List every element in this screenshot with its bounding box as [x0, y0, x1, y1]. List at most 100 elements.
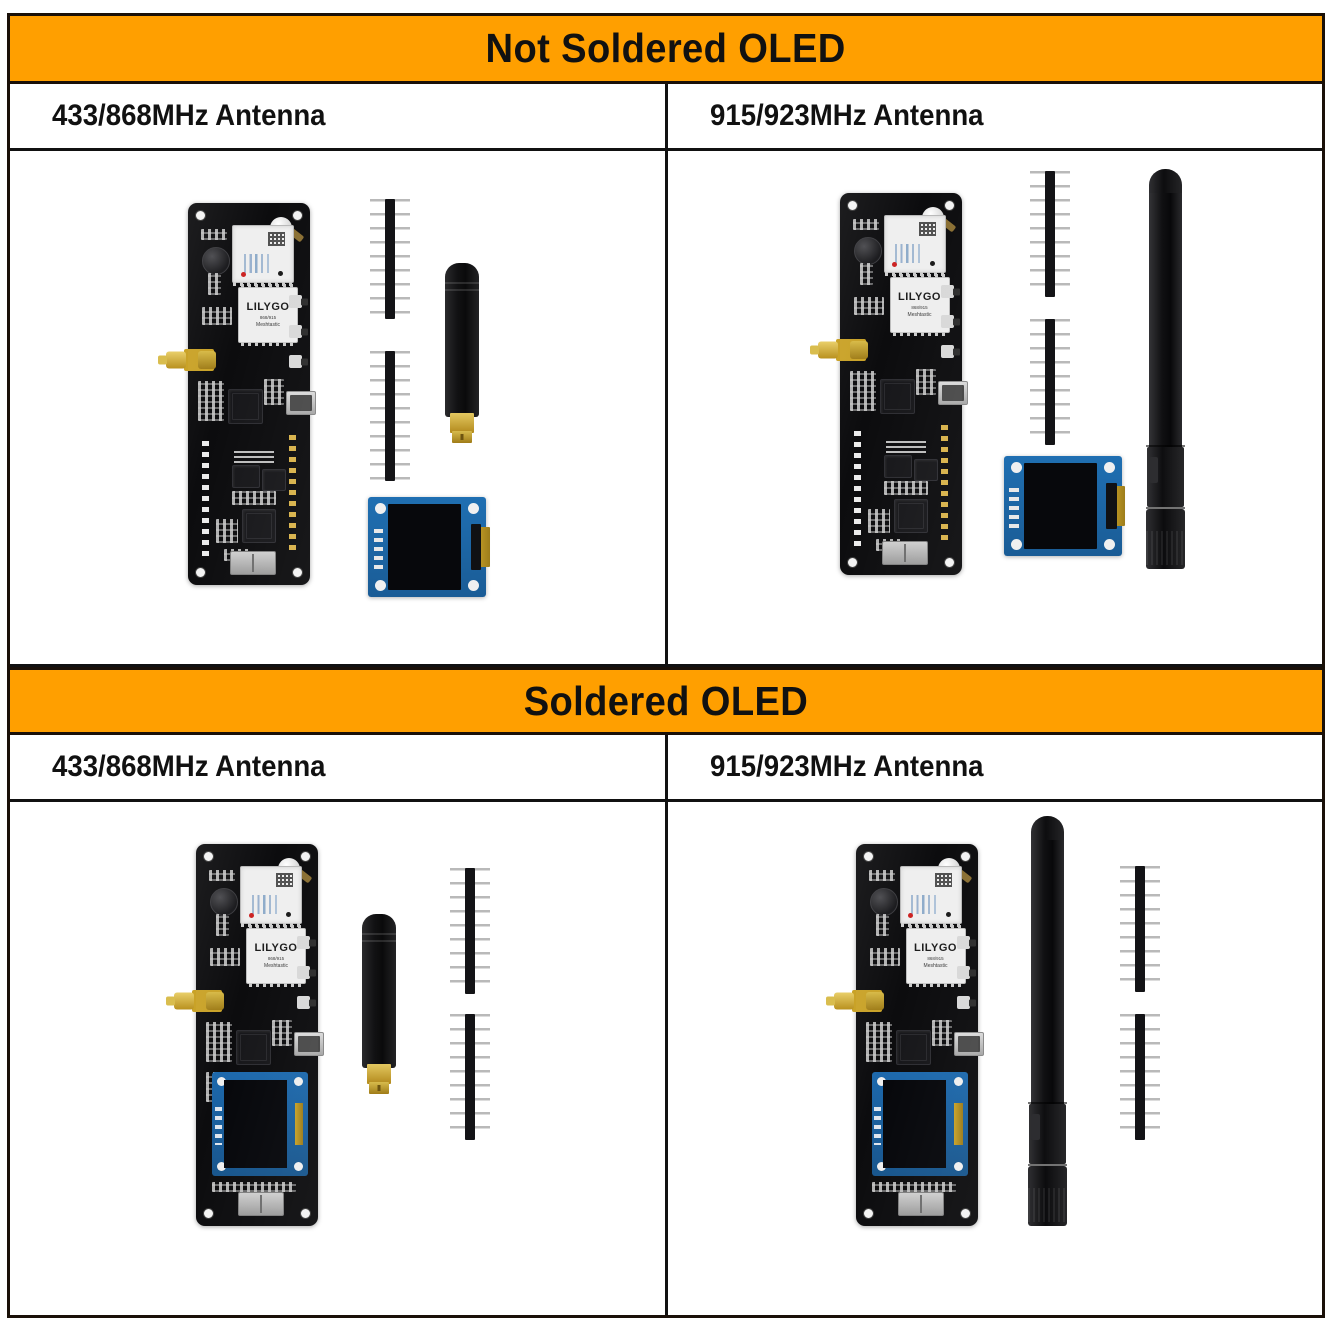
battery-connector [897, 1192, 944, 1216]
silkscreen-cluster [272, 1020, 292, 1046]
product-image-row-1: LILYGO 868/915 Meshtastic [10, 151, 1322, 667]
sma-barrel [166, 351, 186, 369]
silkscreen-cluster [871, 1182, 956, 1192]
section-title: Not Soldered OLED [485, 25, 847, 71]
antenna-label-row-2: 433/868MHz Antenna 915/923MHz Antenna [10, 735, 1322, 802]
antenna-label-row-1: 433/868MHz Antenna 915/923MHz Antenna [10, 84, 1322, 151]
product-cell-not-soldered-915-923: LILYGO 868/915 Meshtastic [664, 151, 1322, 664]
side-button [297, 996, 310, 1009]
product-cell-soldered-915-923: LILYGO 868/915 Meshtastic [664, 802, 1322, 1315]
pin-header-strip [1119, 1014, 1160, 1140]
mounting-hole [876, 1162, 886, 1171]
comparison-table: Not Soldered OLED 433/868MHz Antenna 915… [7, 13, 1325, 1318]
oled-display-module [368, 497, 490, 597]
oled-flex-cable [954, 1103, 963, 1145]
silkscreen-cluster [852, 219, 879, 230]
pin-header-strip [370, 199, 410, 319]
gps-module [883, 215, 946, 276]
mounting-hole [953, 1162, 963, 1171]
module-markings [243, 254, 275, 274]
silkscreen-cluster [883, 481, 928, 495]
red-indicator-dot [240, 271, 246, 277]
soldered-oled-display [212, 1072, 308, 1176]
main-mcu [242, 509, 276, 543]
antenna-seam [1146, 445, 1185, 447]
antenna-tip [1030, 816, 1065, 842]
oled-flex-cable [294, 1103, 304, 1145]
gps-module [232, 225, 294, 286]
mounting-hole [294, 1162, 303, 1171]
red-indicator-dot [908, 912, 914, 918]
stubby-antenna-433-868 [445, 263, 479, 443]
oled-screen [223, 1080, 287, 1168]
red-indicator-dot [248, 912, 254, 918]
section-header-soldered: Soldered OLED [10, 667, 1322, 735]
side-button [956, 966, 970, 979]
sma-connector [158, 349, 216, 371]
lora-gps-board: LILYGO 868/915 Meshtastic [158, 203, 316, 585]
module-pads-bottom [892, 332, 947, 336]
soldered-oled-display [871, 1072, 968, 1176]
mounting-hole [943, 557, 955, 568]
whip-antenna-915-923 [1027, 816, 1068, 1226]
antenna-label-text: 433/868MHz Antenna [52, 99, 326, 132]
mounting-hole [195, 210, 206, 221]
module-markings [895, 244, 927, 264]
mounting-hole [1103, 462, 1115, 473]
antenna-ring [362, 933, 396, 935]
power-ic [236, 1030, 271, 1065]
antenna-label-cell-915-923-bottom: 915/923MHz Antenna [664, 735, 1323, 799]
pin-header-strip [450, 868, 490, 994]
antenna-label-cell-433-868-top: 433/868MHz Antenna [10, 84, 665, 148]
side-button [940, 285, 954, 298]
mounting-hole [375, 580, 386, 591]
oled-pin-pads [214, 1107, 222, 1145]
antenna-label-text: 433/868MHz Antenna [52, 750, 326, 783]
product-image-row-2: LILYGO 868/915 Meshtastic [10, 802, 1322, 1315]
lilygo-brand-text: LILYGO [898, 290, 941, 303]
antenna-base-nut [1027, 1166, 1068, 1226]
side-button [940, 345, 954, 358]
module-pads-bottom [908, 983, 963, 987]
stubby-antenna-433-868 [362, 914, 396, 1094]
module-line-2: 868/915 [927, 955, 944, 961]
module-markings [251, 895, 283, 915]
power-ic [228, 389, 263, 424]
lilygo-brand-text: LILYGO [246, 300, 290, 313]
module-markings [911, 895, 943, 915]
mounting-hole [217, 1162, 226, 1171]
silkscreen-cluster [210, 948, 240, 966]
header-body [465, 868, 475, 994]
oled-screen [883, 1080, 947, 1168]
mounting-hole [294, 1077, 303, 1086]
header-body [1134, 1014, 1145, 1140]
mounting-hole [846, 557, 858, 568]
sma-connector [825, 990, 884, 1012]
qr-code [275, 872, 293, 888]
black-dot [286, 912, 292, 918]
electrolytic-capacitor [210, 888, 238, 916]
side-button [297, 966, 310, 979]
antenna-shaft [1030, 840, 1065, 1108]
pin-header-strip [450, 1014, 490, 1140]
product-cell-not-soldered-433-868: LILYGO 868/915 Meshtastic [10, 151, 665, 664]
silkscreen-cluster [198, 381, 224, 421]
main-mcu [893, 499, 928, 533]
silkscreen-cluster [931, 1020, 952, 1046]
module-line-3: Meshtastic [923, 963, 948, 970]
power-ic [879, 379, 915, 414]
antenna-knurling [1145, 531, 1186, 565]
module-pads-bottom [241, 342, 295, 346]
sma-foot [368, 1082, 390, 1094]
electrolytic-capacitor [869, 888, 898, 916]
side-button [297, 936, 310, 949]
mounting-hole [862, 851, 874, 862]
silkscreen-cluster [915, 369, 936, 395]
mounting-hole [1010, 462, 1022, 473]
lilygo-lora-module: LILYGO 868/915 Meshtastic [238, 284, 298, 346]
silkscreen-cluster [264, 379, 284, 405]
mounting-hole [959, 851, 971, 862]
mounting-hole [195, 567, 206, 578]
header-body [385, 351, 395, 481]
